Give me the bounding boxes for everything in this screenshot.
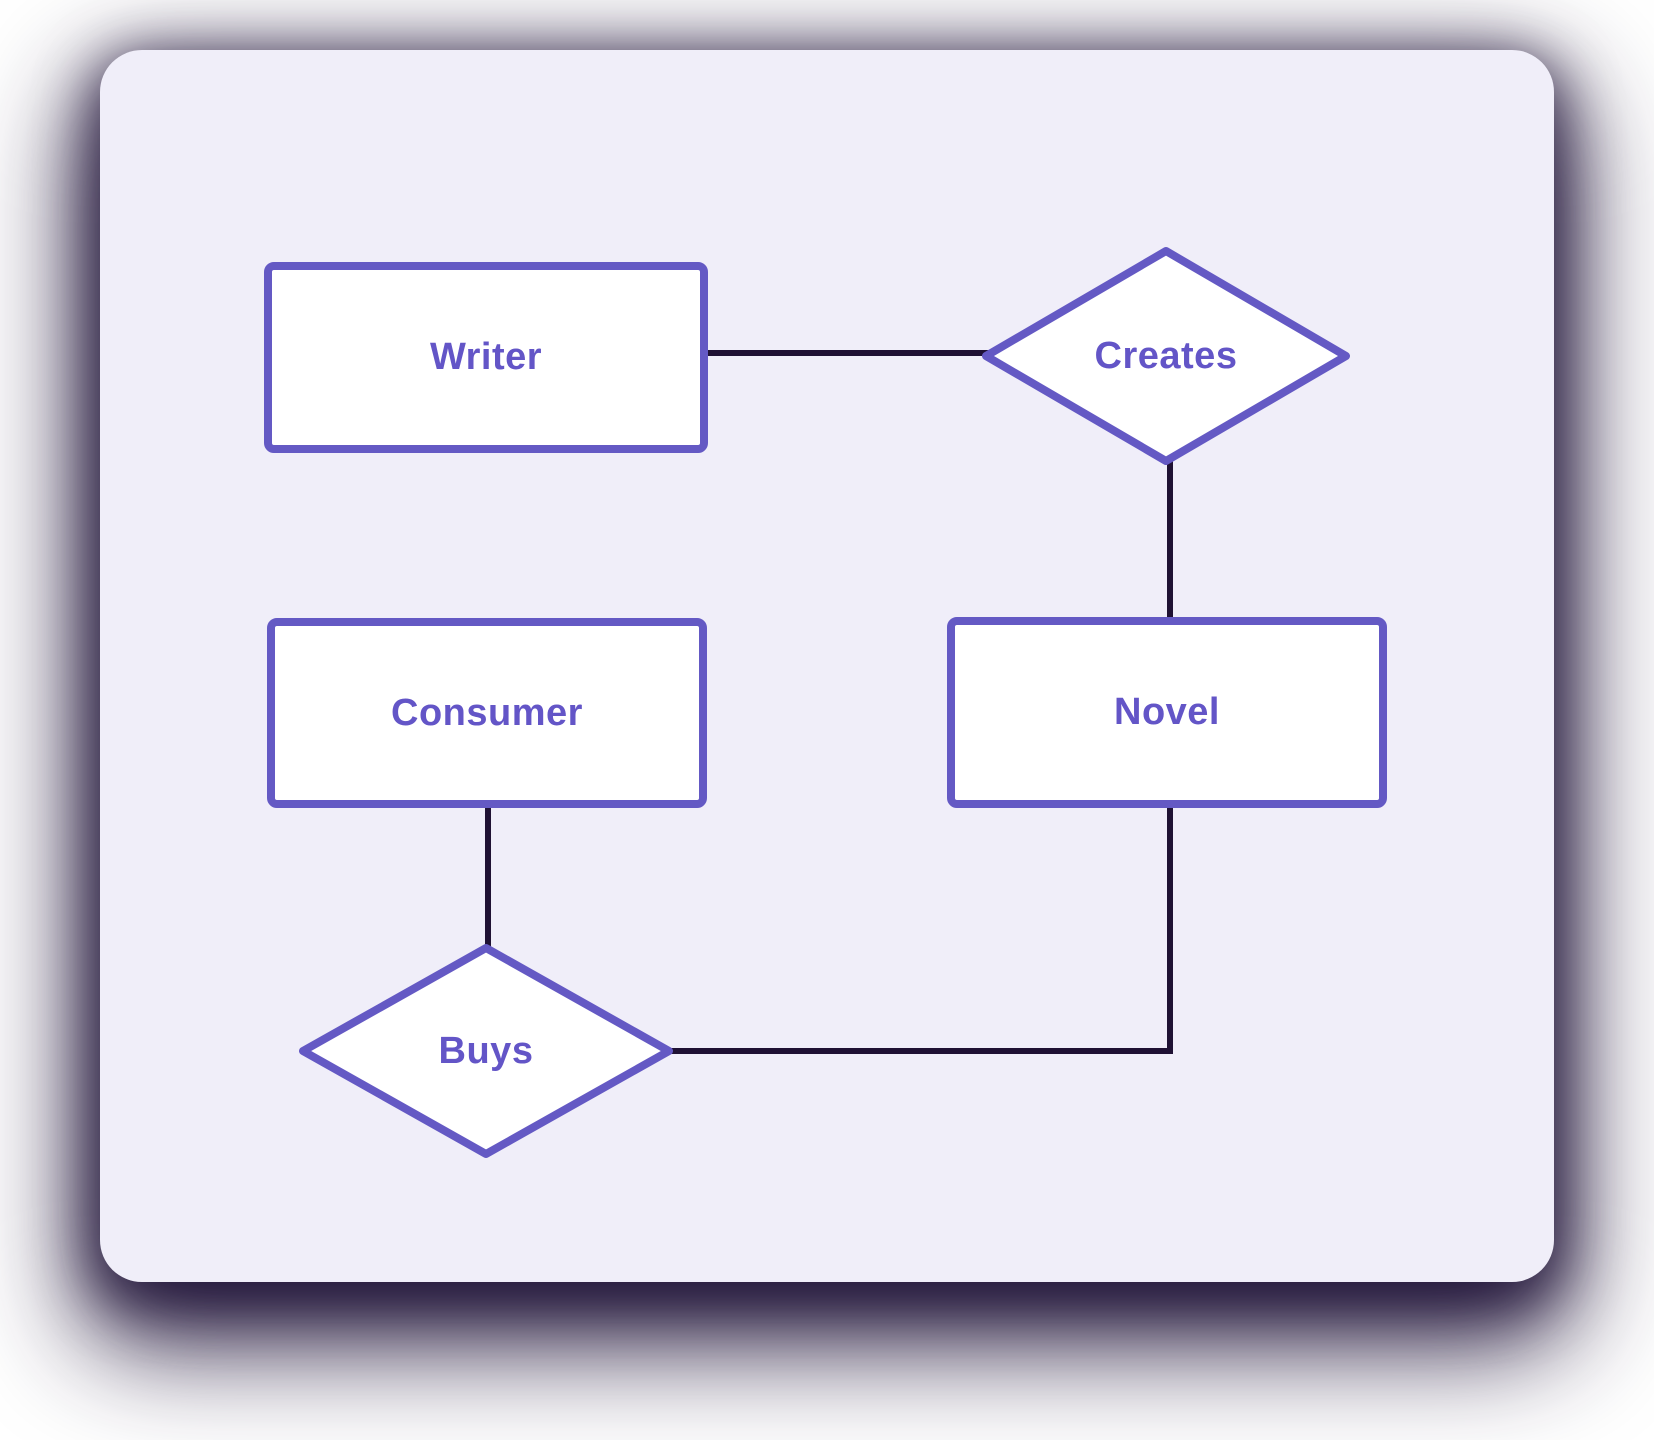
edge-consumer-buys [485,805,491,952]
relationship-buys[interactable]: Buys [298,943,674,1159]
edge-creates-novel [1167,455,1173,620]
relationship-creates-label: Creates [1094,334,1238,377]
entity-writer[interactable]: Writer [264,262,708,453]
edge-buys-novel-vertical [1167,805,1173,1054]
relationship-creates[interactable]: Creates [981,246,1351,466]
diagram-card: Writer Consumer Novel Creates Buys [100,50,1554,1282]
entity-writer-label: Writer [429,336,543,378]
diamond-shape-icon [982,247,1350,465]
edge-buys-novel-horizontal [665,1048,1173,1054]
relationship-buys-label: Buys [438,1029,534,1072]
entity-consumer-label: Consumer [391,691,583,734]
entity-consumer[interactable]: Consumer [267,618,707,808]
diamond-shape-icon [299,944,673,1158]
edge-writer-creates [700,350,992,356]
entity-novel-label: Novel [1114,691,1220,733]
entity-novel[interactable]: Novel [947,617,1387,808]
